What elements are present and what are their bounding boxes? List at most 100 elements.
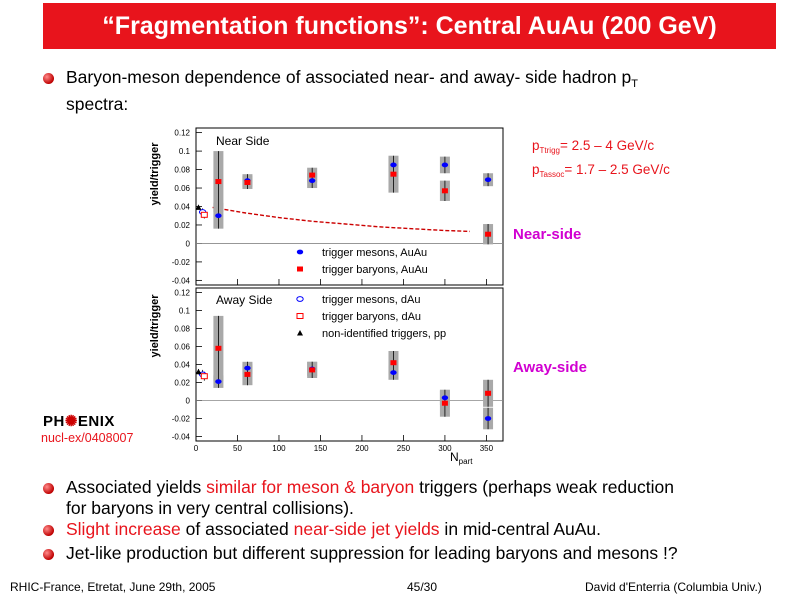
data-point — [244, 178, 251, 184]
syst-box — [242, 176, 253, 189]
pt-trigger-range: pTtrigg= 2.5 – 4 GeV/c — [532, 138, 655, 155]
syst-box — [213, 375, 224, 388]
syst-box — [213, 151, 224, 213]
paper-reference: nucl-ex/0408007 — [41, 431, 134, 445]
y-tick-label: -0.02 — [172, 258, 191, 267]
syst-box — [388, 157, 399, 173]
data-point — [309, 367, 316, 373]
y-tick-label: 0.12 — [174, 129, 190, 138]
data-point — [215, 179, 222, 185]
data-point — [200, 211, 208, 218]
data-point — [390, 360, 397, 366]
y-tick-label: -0.04 — [172, 433, 191, 442]
data-point — [441, 395, 449, 401]
data-point — [484, 177, 492, 183]
y-tick-label: -0.02 — [172, 415, 191, 424]
y-tick-label: 0.1 — [179, 147, 191, 156]
syst-box — [307, 361, 318, 377]
x-tick-label: 350 — [480, 444, 494, 453]
syst-box — [242, 361, 253, 375]
data-point — [308, 178, 316, 184]
data-point — [244, 179, 251, 185]
syst-box — [483, 173, 494, 187]
reference-curve — [212, 206, 470, 233]
data-point — [484, 416, 492, 421]
data-point — [390, 370, 397, 375]
syst-box — [388, 155, 399, 193]
syst-box — [388, 351, 399, 375]
syst-box — [213, 315, 224, 381]
near-side-label: Near-side — [513, 226, 582, 243]
bullet-icon — [43, 549, 54, 560]
legend-entry: trigger mesons, AuAu — [322, 247, 427, 259]
legend-entry: trigger baryons, AuAu — [322, 264, 428, 276]
data-point — [195, 368, 202, 375]
syst-box — [213, 202, 224, 229]
syst-box — [307, 361, 318, 378]
legend-entry: trigger mesons, dAu — [322, 294, 420, 306]
data-point — [485, 231, 492, 237]
x-tick-label: 100 — [272, 444, 286, 453]
slide-title: “Fragmentation functions”: Central AuAu … — [102, 11, 717, 40]
syst-box — [439, 390, 450, 405]
legend-marker — [297, 330, 303, 336]
phenix-bird-icon: ✺ — [64, 413, 78, 430]
y-tick-label: 0.02 — [174, 221, 190, 230]
data-point — [308, 366, 316, 372]
syst-box — [307, 167, 318, 183]
data-point — [215, 345, 222, 351]
away-plot-frame — [195, 287, 504, 442]
footer-author: David d'Enterria (Columbia Univ.) — [585, 580, 762, 594]
y-tick-label: 0.06 — [174, 343, 190, 352]
data-point — [215, 379, 222, 384]
x-tick-label: 150 — [314, 444, 328, 453]
data-point — [441, 400, 448, 406]
slide-title-bar: “Fragmentation functions”: Central AuAu … — [43, 3, 776, 49]
data-point — [198, 209, 207, 215]
legend-marker — [296, 296, 304, 302]
syst-box — [483, 379, 494, 407]
syst-box — [388, 365, 399, 380]
bullet-3: Jet-like production but different suppre… — [66, 543, 678, 563]
bullet-icon — [43, 525, 54, 536]
y-tick-label: 0.02 — [174, 379, 190, 388]
near-y-axis-label: yield/trigger — [149, 142, 161, 206]
syst-box — [483, 407, 494, 430]
data-point — [441, 162, 449, 168]
y-tick-label: 0.06 — [174, 184, 190, 193]
x-tick-label: 200 — [355, 444, 369, 453]
data-point — [390, 171, 397, 177]
data-point — [244, 371, 251, 377]
data-point — [390, 162, 397, 168]
bullet-1-line2: for baryons in very central collisions). — [66, 498, 354, 518]
bullet-1: Associated yields similar for meson & ba… — [66, 477, 674, 497]
syst-box — [439, 156, 450, 174]
away-y-axis-label: yield/trigger — [149, 294, 161, 358]
bullet-icon — [43, 73, 54, 84]
away-panel-title: Away Side — [216, 293, 273, 307]
pt-info: pTtrigg= 2.5 – 4 GeV/c pTassoc= 1.7 – 2.… — [532, 136, 670, 184]
data-point — [244, 365, 251, 371]
y-tick-label: 0.08 — [174, 166, 190, 175]
near-panel-title: Near Side — [216, 134, 270, 148]
bullet-icon — [43, 483, 54, 494]
near-plot-frame — [195, 127, 504, 286]
y-tick-label: 0.1 — [179, 307, 191, 316]
data-point — [195, 204, 202, 210]
syst-box — [307, 173, 318, 189]
data-point — [200, 373, 208, 380]
phenix-logo: PH✺ENIX — [43, 413, 115, 430]
legend-marker — [296, 249, 304, 255]
legend-entry: non-identified triggers, pp — [322, 328, 446, 340]
syst-box — [242, 363, 253, 386]
y-tick-label: 0.04 — [174, 203, 190, 212]
intro-text-line2: spectra: — [66, 94, 129, 114]
syst-box — [242, 174, 253, 188]
data-point — [441, 188, 448, 194]
syst-box — [439, 180, 450, 201]
syst-box — [439, 389, 450, 417]
y-tick-label: 0 — [186, 397, 191, 406]
legend-marker — [297, 266, 303, 272]
data-point — [215, 213, 222, 219]
x-tick-label: 0 — [194, 444, 199, 453]
